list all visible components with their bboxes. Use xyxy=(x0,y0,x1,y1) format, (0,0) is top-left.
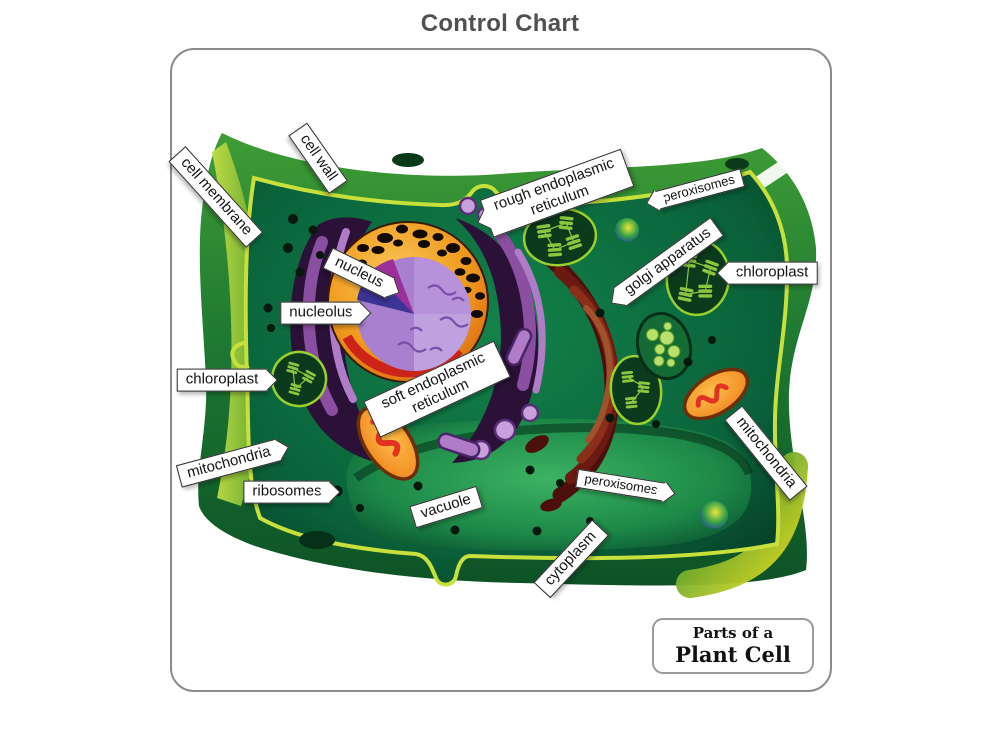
label-chloroplast-right: chloroplast xyxy=(726,261,818,285)
legend-subtitle: Parts of a xyxy=(692,624,774,643)
diagram-frame xyxy=(170,48,832,692)
page-title: Control Chart xyxy=(420,10,580,37)
chloroplast-graphic-left xyxy=(270,350,328,408)
chloroplast-graphic-center xyxy=(609,354,663,426)
legend-title: Plant Cell xyxy=(675,641,791,667)
label-ribosomes: ribosomes xyxy=(243,480,331,504)
nucleus-graphic xyxy=(327,221,489,383)
peroxisome-dot-top xyxy=(615,218,639,242)
chromatin-squiggles xyxy=(397,284,469,353)
legend-box: Parts of a Plant Cell xyxy=(652,618,814,674)
vesicles-graphic xyxy=(635,311,693,381)
label-nucleolus: nucleolus xyxy=(280,301,362,325)
mitochondria-graphic-right xyxy=(682,367,750,421)
peroxisome-dot-bottom xyxy=(700,501,728,529)
label-chloroplast-left: chloroplast xyxy=(176,368,268,392)
